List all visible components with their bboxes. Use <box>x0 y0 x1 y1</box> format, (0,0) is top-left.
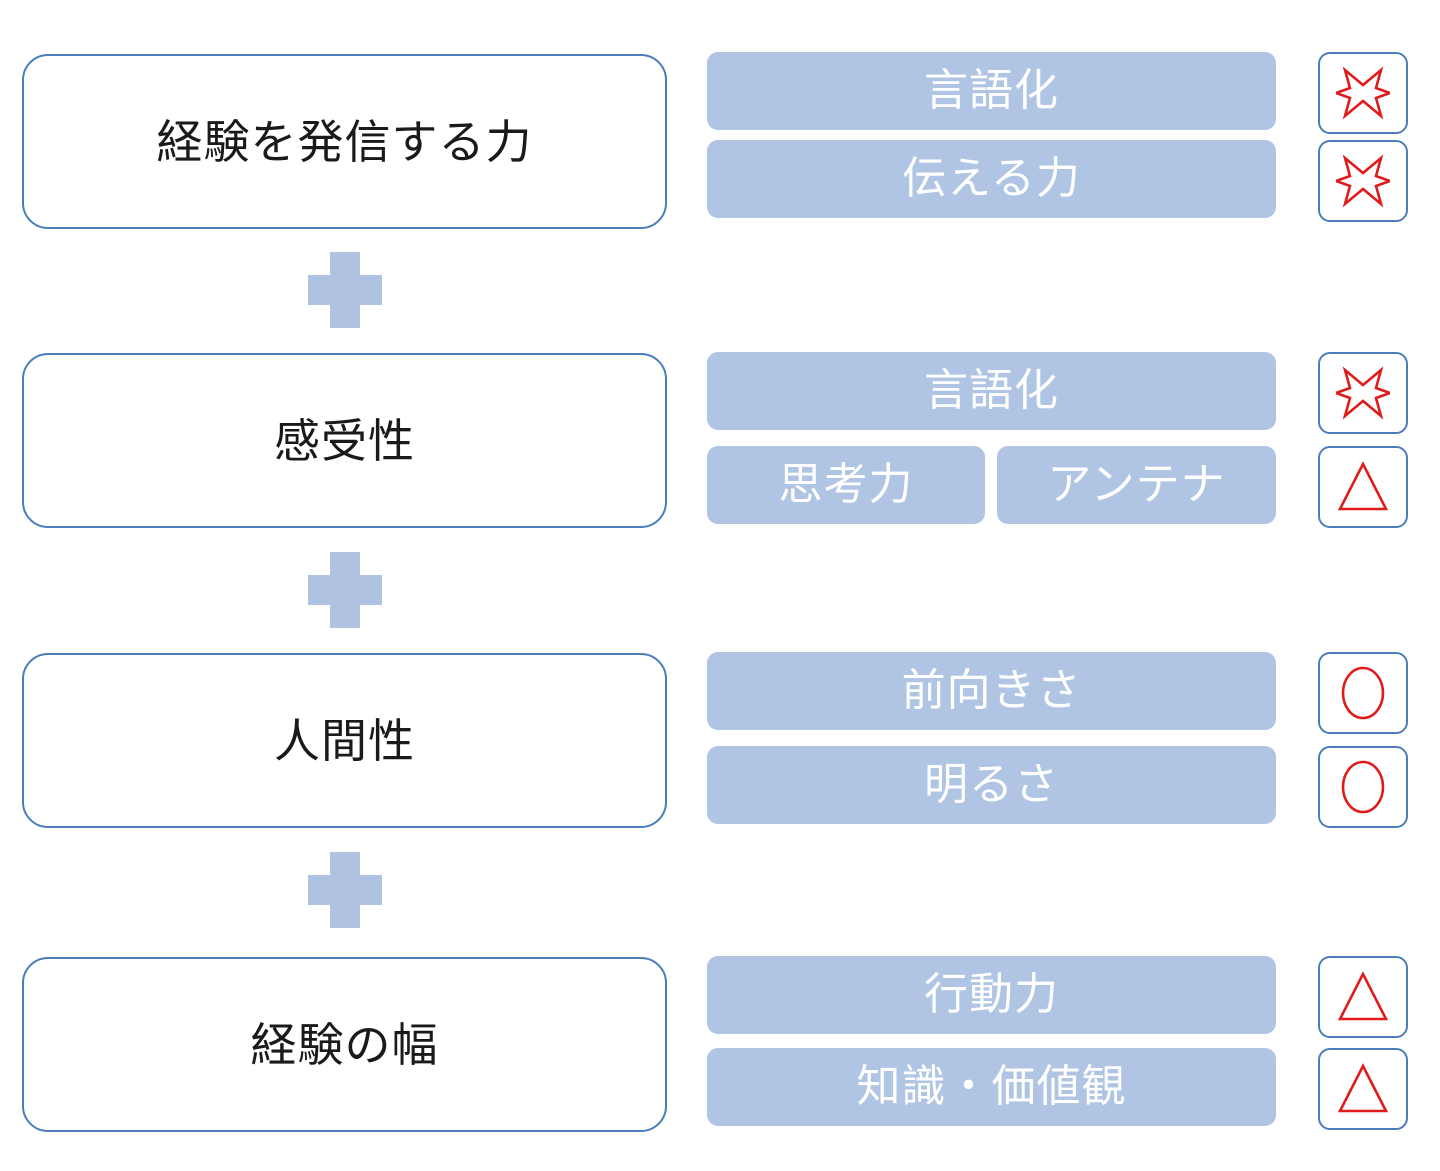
element-bar-label-row-2-item-1: 言語化 <box>924 366 1059 415</box>
element-bar-row-4-item-2[interactable]: 知識・価値観 <box>707 1048 1276 1126</box>
rating-box-row-4-item-2[interactable] <box>1318 1048 1408 1130</box>
main-box-label-row-1: 経験を発信する力 <box>156 115 533 168</box>
plus-icon-vertical-arm <box>330 252 360 328</box>
plus-icon-1 <box>308 252 382 328</box>
triangle-mark-icon <box>1336 1063 1390 1115</box>
element-bar-row-2-item-2a[interactable]: 思考力 <box>707 446 985 524</box>
element-bar-row-3-item-1[interactable]: 前向きさ <box>707 652 1276 730</box>
x-mark-icon <box>1336 366 1390 420</box>
rating-box-row-1-item-2[interactable] <box>1318 140 1408 222</box>
element-bar-row-2-item-1[interactable]: 言語化 <box>707 352 1276 430</box>
rating-box-row-4-item-1[interactable] <box>1318 956 1408 1038</box>
element-bar-row-2-item-2b[interactable]: アンテナ <box>997 446 1276 524</box>
plus-icon-2 <box>308 552 382 628</box>
circle-mark-icon <box>1336 759 1390 815</box>
element-bar-row-1-item-1[interactable]: 言語化 <box>707 52 1276 130</box>
rating-box-row-3-item-1[interactable] <box>1318 652 1408 734</box>
plus-icon-vertical-arm <box>330 552 360 628</box>
element-bar-label-row-1-item-2: 伝える力 <box>902 154 1081 203</box>
rating-box-row-2-item-2[interactable] <box>1318 446 1408 528</box>
element-bar-label-row-4-item-1: 行動力 <box>924 970 1059 1019</box>
element-bar-row-1-item-2[interactable]: 伝える力 <box>707 140 1276 218</box>
element-bar-label-row-2-item-2a: 思考力 <box>778 460 914 509</box>
element-bar-label-row-3-item-1: 前向きさ <box>901 666 1082 715</box>
circle-mark-icon <box>1336 665 1390 721</box>
rating-box-row-2-item-1[interactable] <box>1318 352 1408 434</box>
triangle-mark-icon <box>1336 461 1390 513</box>
plus-icon-vertical-arm <box>330 852 360 928</box>
element-bar-label-row-4-item-2: 知識・価値観 <box>856 1062 1127 1111</box>
main-box-row-4[interactable]: 経験の幅 <box>22 957 667 1132</box>
plus-icon-3 <box>308 852 382 928</box>
element-bar-label-row-2-item-2b: アンテナ <box>1047 460 1226 509</box>
rating-box-row-3-item-2[interactable] <box>1318 746 1408 828</box>
triangle-mark-icon <box>1336 971 1390 1023</box>
x-mark-icon <box>1336 66 1390 120</box>
element-bar-row-3-item-2[interactable]: 明るさ <box>707 746 1276 824</box>
main-box-row-2[interactable]: 感受性 <box>22 353 667 528</box>
element-bar-label-row-1-item-1: 言語化 <box>924 66 1059 115</box>
element-bar-row-4-item-1[interactable]: 行動力 <box>707 956 1276 1034</box>
main-box-label-row-2: 感受性 <box>274 414 415 467</box>
rating-box-row-1-item-1[interactable] <box>1318 52 1408 134</box>
main-box-label-row-3: 人間性 <box>274 714 415 767</box>
main-box-row-3[interactable]: 人間性 <box>22 653 667 828</box>
x-mark-icon <box>1336 154 1390 208</box>
main-box-label-row-4: 経験の幅 <box>250 1018 439 1071</box>
main-box-row-1[interactable]: 経験を発信する力 <box>22 54 667 229</box>
element-bar-label-row-3-item-2: 明るさ <box>924 760 1059 809</box>
